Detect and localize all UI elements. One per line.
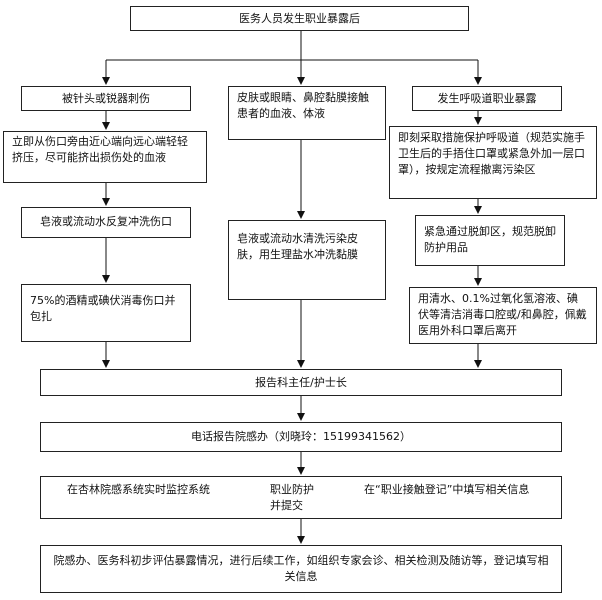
phone-text: 电话报告院感办（刘晓玲：15199341562） — [191, 430, 411, 443]
left-step1-text: 立即从伤口旁由近心端向远心端轻轻挤压，尽可能挤出损伤处的血液 — [12, 135, 188, 164]
report-text: 报告科主任/护士长 — [255, 376, 347, 389]
phone-box: 电话报告院感办（刘晓玲：15199341562） — [40, 422, 562, 452]
middle-header-box: 皮肤或眼睛、鼻腔黏膜接触患者的血液、体液 — [228, 86, 386, 140]
left-header-box: 被针头或锐器刺伤 — [21, 86, 191, 111]
left-step1-box: 立即从伤口旁由近心端向远心端轻轻挤压，尽可能挤出损伤处的血液 — [3, 131, 207, 183]
final-box: 院感办、医务科初步评估暴露情况，进行后续工作，如组织专家会诊、相关检测及随访等，… — [40, 545, 562, 593]
right-step1-text: 即刻采取措施保护呼吸道（规范实施手卫生后的手捂住口罩或紧急外加一层口罩），按规定… — [398, 131, 585, 176]
right-step2-text: 紧急通过脱卸区，规范脱卸防护用品 — [424, 225, 556, 254]
left-step2-text: 皂液或流动水反复冲洗伤口 — [40, 215, 172, 228]
right-header-text: 发生呼吸道职业暴露 — [437, 92, 537, 105]
left-step2-box: 皂液或流动水反复冲洗伤口 — [21, 207, 191, 238]
left-step3-text: 75%的酒精或碘伏消毒伤口并包扎 — [30, 294, 176, 323]
middle-step1-text: 皂液或流动水清洗污染皮肤，用生理盐水冲洗黏膜 — [237, 232, 358, 261]
system-register-text: 在“职业接触登记”中填写相关信息 — [364, 482, 559, 498]
report-box: 报告科主任/护士长 — [40, 369, 562, 396]
system-protect-text: 职业防护并提交 — [270, 482, 322, 514]
middle-header-text: 皮肤或眼睛、鼻腔黏膜接触患者的血液、体液 — [237, 91, 369, 120]
final-text: 院感办、医务科初步评估暴露情况，进行后续工作，如组织专家会诊、相关检测及随访等，… — [53, 554, 549, 583]
right-step3-box: 用清水、0.1%过氧化氢溶液、碘伏等清洁消毒口腔或/和鼻腔，佩戴医用外科口罩后离… — [409, 287, 597, 344]
middle-step1-box: 皂液或流动水清洗污染皮肤，用生理盐水冲洗黏膜 — [228, 220, 386, 300]
right-header-box: 发生呼吸道职业暴露 — [412, 86, 562, 111]
system-box: 在杏林院感系统实时监控系统 职业防护并提交 在“职业接触登记”中填写相关信息 — [40, 476, 562, 519]
title-text: 医务人员发生职业暴露后 — [239, 12, 360, 25]
title-box: 医务人员发生职业暴露后 — [130, 6, 469, 31]
right-step1-box: 即刻采取措施保护呼吸道（规范实施手卫生后的手捂住口罩或紧急外加一层口罩），按规定… — [389, 126, 597, 199]
left-step3-box: 75%的酒精或碘伏消毒伤口并包扎 — [21, 284, 191, 342]
system-monitor-text: 在杏林院感系统实时监控系统 — [67, 482, 243, 498]
left-header-text: 被针头或锐器刺伤 — [62, 92, 150, 105]
right-step2-box: 紧急通过脱卸区，规范脱卸防护用品 — [415, 215, 565, 266]
right-step3-text: 用清水、0.1%过氧化氢溶液、碘伏等清洁消毒口腔或/和鼻腔，佩戴医用外科口罩后离… — [418, 292, 587, 337]
